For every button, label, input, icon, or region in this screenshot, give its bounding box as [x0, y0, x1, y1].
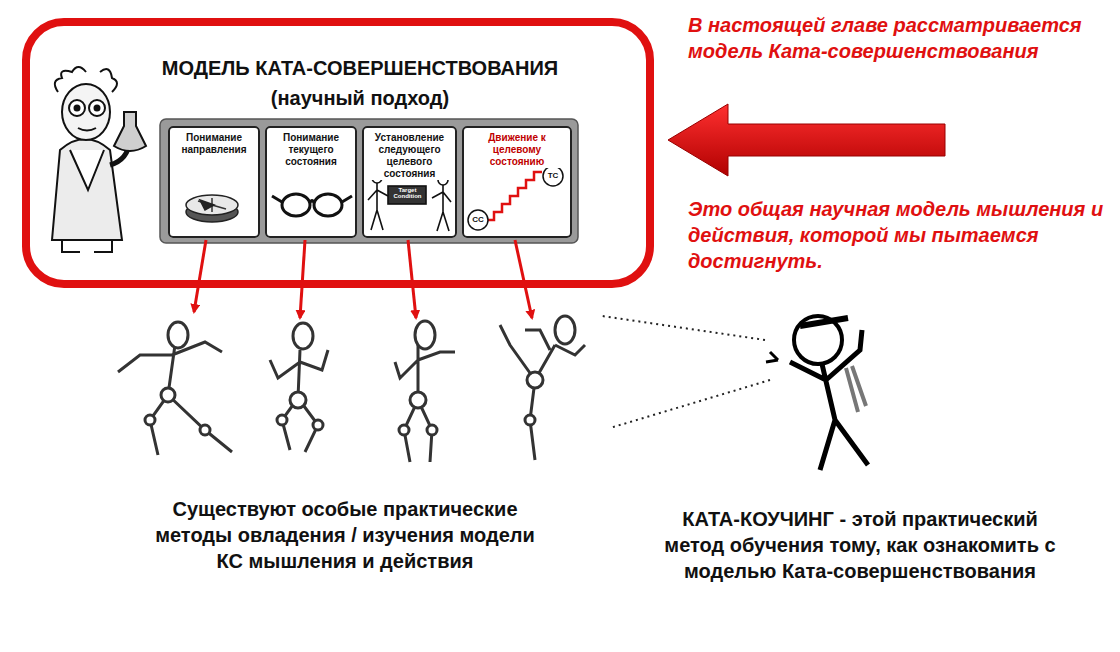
step-panel: Понимание направления [168, 126, 260, 238]
box-subtitle: (научный подход) [110, 86, 610, 110]
step-label: Понимание направления [173, 132, 255, 156]
step-label: Понимание текущего состояния [270, 132, 352, 168]
state-mark: ТС [545, 171, 561, 181]
stairs-icon [468, 166, 563, 230]
leader-arrows [194, 240, 532, 318]
kata-figures [118, 316, 585, 462]
step-panel: Установление следующего целевого состоян… [362, 126, 457, 238]
step-label: Установление следующего целевого состоян… [367, 132, 452, 180]
scientist-figure [52, 67, 146, 252]
coach-figure [766, 316, 868, 470]
big-arrow [668, 104, 945, 176]
dotted-lines [602, 316, 770, 428]
step-label: Движение к целевому состоянию [467, 132, 567, 168]
step-panel: Понимание текущего состояния [265, 126, 357, 238]
model-note: Это общая научная модель мышления и дейс… [688, 196, 1108, 274]
chapter-note: В настоящей главе рассматривается модель… [688, 12, 1108, 64]
methods-text: Существуют особые практические методы ов… [150, 496, 540, 574]
state-mark: СС [470, 215, 486, 225]
compass-icon [186, 195, 238, 222]
panel-strip [160, 119, 578, 243]
sign-text: Target Condition [390, 187, 425, 199]
box-title: МОДЕЛЬ КАТА-СОВЕРШЕНСТВОВАНИЯ [110, 56, 610, 80]
glasses-icon [272, 194, 352, 216]
target-sign-icon [368, 173, 451, 231]
coaching-text: КАТА-КОУЧИНГ - этой практический метод о… [650, 506, 1070, 584]
model-box: МОДЕЛЬ КАТА-СОВЕРШЕНСТВОВАНИЯ (научный по… [22, 18, 654, 288]
